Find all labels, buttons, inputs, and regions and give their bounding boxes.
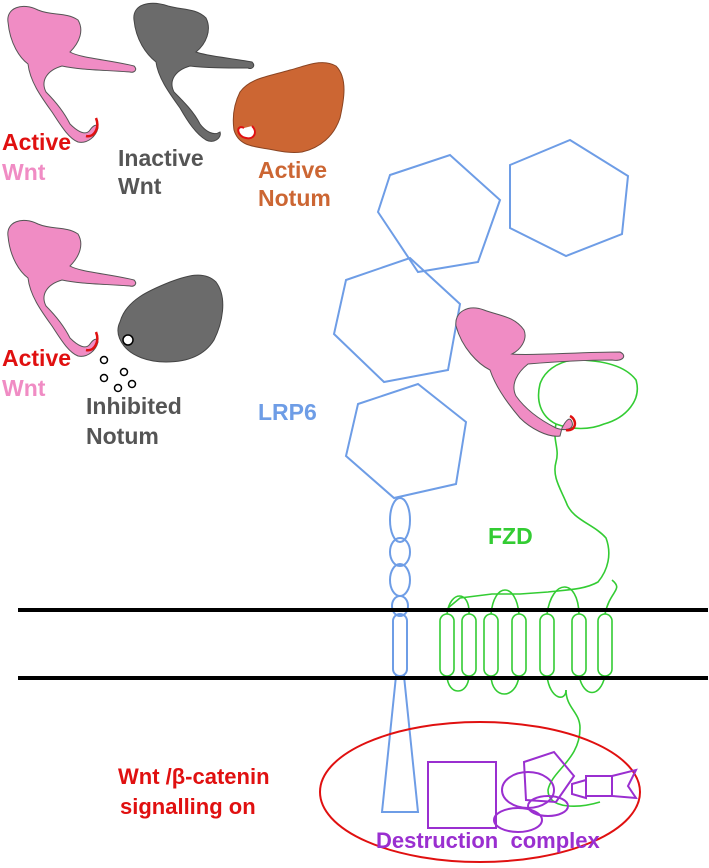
inactive-wnt-shape	[133, 2, 255, 142]
label-signal-line1: Wnt /β-catenin	[118, 764, 270, 789]
fzd-extracellular-loops	[446, 579, 618, 615]
inhibitor-molecule	[99, 355, 109, 365]
wnt-bound-shape	[455, 307, 625, 437]
label-wnt-mid: Wnt	[2, 375, 46, 401]
complex-flag	[611, 768, 638, 800]
inhibited-notum	[99, 274, 224, 393]
active-wnt-mid	[7, 220, 137, 357]
active-notum	[232, 62, 345, 153]
lrp6-tail	[380, 675, 420, 813]
lrp6-propeller-3	[332, 256, 462, 384]
destruction-complex	[427, 750, 638, 833]
fzd-tm-5	[539, 613, 555, 677]
label-notum: Notum	[258, 185, 331, 211]
lrp6-propeller-2	[509, 138, 630, 258]
lrp6-egf-4	[391, 595, 409, 617]
fzd-tm-4	[511, 613, 527, 677]
label-active-top: Active	[2, 129, 71, 155]
active-wnt-lipid-mid	[85, 331, 99, 352]
wnt-bound	[455, 307, 625, 437]
complex-ellipse-3	[493, 807, 543, 833]
active-wnt-shape-top	[7, 6, 137, 143]
lrp6-egf-3	[389, 563, 411, 597]
inhibitor-molecule	[127, 379, 137, 389]
inhibitor-bound	[122, 334, 134, 346]
label-inhibited-notum: Notum	[86, 423, 159, 449]
label-active-mid: Active	[2, 345, 71, 371]
fzd-c-tail	[547, 689, 601, 807]
fzd-tm-6	[571, 613, 587, 677]
fzd-tm-2	[461, 613, 477, 677]
active-notum-shape	[232, 62, 345, 153]
label-inactive: Inactive	[118, 145, 204, 171]
label-lrp6: LRP6	[258, 399, 317, 425]
label-active-notum: Active	[258, 157, 327, 183]
fzd-tm-7	[597, 613, 613, 677]
inhibitor-molecule	[119, 367, 129, 377]
destruction-complex-boundary	[319, 721, 641, 863]
lrp6-propeller-4	[344, 382, 468, 500]
fzd-tm-3	[483, 613, 499, 677]
fzd-receptor	[439, 359, 639, 807]
complex-square	[427, 761, 497, 829]
active-wnt-shape-mid	[7, 220, 137, 357]
active-wnt-lipid-top	[85, 117, 99, 138]
active-wnt-top	[7, 6, 137, 143]
label-inactive-wnt: Wnt	[118, 173, 162, 199]
wnt-bound-lipid	[565, 414, 577, 432]
complex-rect	[585, 775, 613, 797]
complex-pentagon	[522, 750, 576, 804]
fzd-intracellular-loops	[446, 675, 606, 698]
lrp6-transmembrane	[392, 613, 408, 677]
label-fzd: FZD	[488, 523, 533, 549]
fzd-crd	[447, 359, 639, 609]
lrp6-receptor	[332, 138, 630, 813]
inactive-wnt	[133, 2, 255, 142]
inhibitor-molecule	[113, 383, 123, 393]
label-wnt-top: Wnt	[2, 159, 46, 185]
complex-ellipse-2	[527, 795, 569, 817]
lrp6-propeller-1	[376, 153, 502, 274]
label-inhibited: Inhibited	[86, 393, 182, 419]
label-destruction-complex: Destruction complex	[376, 828, 600, 853]
inhibitor-molecule	[99, 373, 109, 383]
label-signal-line2: signalling on	[120, 794, 256, 819]
inhibited-notum-shape	[117, 274, 224, 363]
fzd-tm-1	[439, 613, 455, 677]
lrp6-egf-1	[389, 497, 411, 543]
lrp6-egf-2	[389, 537, 411, 567]
complex-chevron	[571, 778, 587, 800]
notum-pocket	[237, 125, 256, 140]
